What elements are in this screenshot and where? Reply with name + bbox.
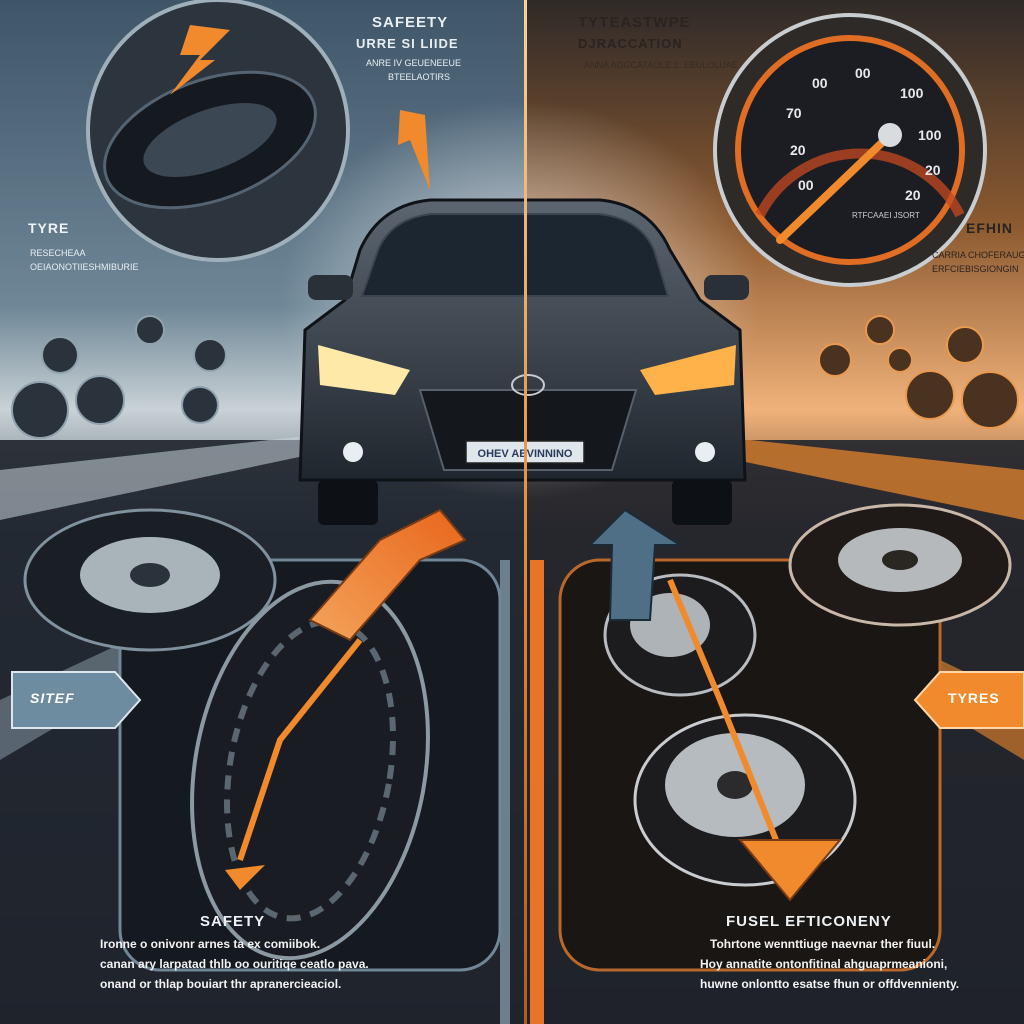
speedometer-tick: 100 xyxy=(900,85,924,101)
fine-print: ANNA AGGCATAOLE 2. EBULOLUAE xyxy=(584,60,738,70)
logo xyxy=(511,374,545,396)
heading-side-left: TYRE xyxy=(28,220,70,236)
fog-light-left xyxy=(343,442,363,462)
subheading-top-left: URRE SI LIIDE xyxy=(356,36,459,51)
speedometer-tick: 20 xyxy=(925,162,941,178)
fine-print: CARRIA CHOFERAUG xyxy=(932,250,1024,260)
heading-top-right: TYTEASTWPE xyxy=(578,14,691,31)
subheading-top-right: DJRACCATION xyxy=(578,36,683,51)
speedometer xyxy=(713,13,987,287)
wheel-left xyxy=(318,480,378,525)
fog-light-right xyxy=(695,442,715,462)
wheel-right xyxy=(672,480,732,525)
arrow-bolt-top-center xyxy=(398,110,430,190)
speedometer-tick: 00 xyxy=(812,75,828,91)
windshield xyxy=(360,213,670,297)
heading-top-left: SAFEETY xyxy=(372,14,449,31)
center-lane-grey xyxy=(500,560,510,1024)
speedometer-tick: 00 xyxy=(855,65,871,81)
fine-print: ERFCIEBISGIONGIN xyxy=(932,264,1019,274)
mirror-left xyxy=(308,275,353,300)
tag-left: SITEF xyxy=(30,690,75,706)
tyre-left-mid xyxy=(23,508,277,652)
tag-right: TYRES xyxy=(948,690,1000,706)
speedometer-needle xyxy=(776,131,894,244)
speedometer-tick: 70 xyxy=(786,105,802,121)
fine-print: OEIAONOTIIESHMIBURIE xyxy=(30,262,139,272)
headlight-left xyxy=(318,345,410,395)
arrow-efficiency-down xyxy=(737,839,843,902)
bottom-right-line: Hoy annatite ontonfitinal ahguaprmeanion… xyxy=(700,957,948,971)
bottom-left-line: Ironne o onivonr arnes ta ex comiibok. xyxy=(100,937,321,951)
arrow-efficiency-line xyxy=(667,578,783,852)
bottom-right-title: FUSEL EFTICONENY xyxy=(726,913,892,930)
center-divider xyxy=(524,0,527,1024)
fine-print: BTEELAOTIRS xyxy=(388,72,451,82)
mirror-right xyxy=(704,275,749,300)
bottom-left-line: onand or thlap bouiart thr apranercieaci… xyxy=(100,977,342,991)
speedometer-tick: 20 xyxy=(905,187,921,203)
arrow-safety-line xyxy=(237,638,363,861)
arrow-efficiency-up xyxy=(587,508,684,621)
tag-left-shape xyxy=(11,671,142,729)
tyre-pile-left xyxy=(11,315,227,439)
arrow-safety-tip xyxy=(225,865,265,890)
heading-side-right: EFHIN xyxy=(966,220,1013,236)
center-lane-orange xyxy=(530,560,544,1024)
tyre-pit-left-tread xyxy=(190,579,430,961)
car xyxy=(298,198,749,525)
bottom-left-title: SAFETY xyxy=(200,913,266,930)
fine-print: ANRE IV GEUENEEUE xyxy=(366,58,462,68)
speedometer-tick: 00 xyxy=(798,177,814,193)
speedometer-brand: RTFCAAEI JSORT xyxy=(852,211,920,220)
floating-tyre-top-left xyxy=(86,0,350,262)
bottom-right-line: Tohrtone wennttiuge naevnar ther fiuul. xyxy=(710,937,936,951)
arrow-bolt-top-left xyxy=(170,25,230,95)
bottom-left-line: canan ary larpatad thlb oo ouritiqe ceat… xyxy=(100,957,369,971)
speedometer-tick: 100 xyxy=(918,127,942,143)
speedometer-tick: 20 xyxy=(790,142,806,158)
tyre-pile-right xyxy=(818,315,1019,429)
tyre-right-mid xyxy=(788,503,1012,627)
arrow-safety-up xyxy=(308,508,467,642)
tag-right-shape xyxy=(913,671,1024,729)
bottom-right-line: huwne onlontto esatse fhun or offdvennie… xyxy=(700,977,960,991)
headlight-right xyxy=(640,345,736,395)
fine-print: RESECHEAA xyxy=(30,248,86,258)
road-stripe-left xyxy=(0,430,380,520)
